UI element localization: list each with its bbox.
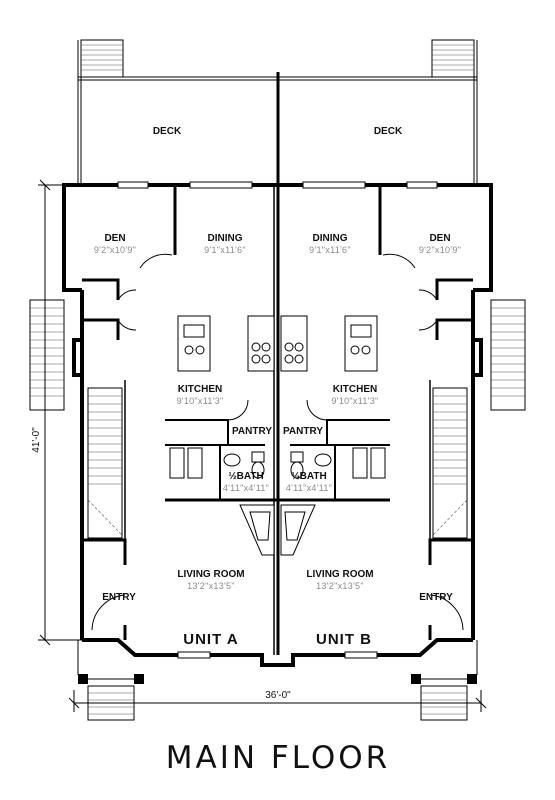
kitchen-label-unit-b: KITCHEN: [333, 384, 377, 395]
entry-label-unit-b: ENTRY: [419, 592, 453, 603]
bath-size-unit-b: 4'11"x4'11": [286, 483, 332, 493]
pantry-label-unit-b: PANTRY: [283, 426, 323, 437]
kitchen-label-unit-a: KITCHEN: [178, 384, 222, 395]
dining-label-unit-b: DINING: [313, 233, 348, 244]
living-size-unit-b: 13'2"x13'5": [316, 581, 364, 591]
interior-walls-unit-a: [82, 185, 278, 640]
rear-stairs-left: [80, 39, 124, 78]
side-stairs: [29, 299, 526, 411]
deck-label-unit-a: DECK: [153, 126, 182, 137]
den-label-unit-a: DEN: [104, 233, 125, 244]
main-stairs-unit-b: [432, 387, 468, 539]
rear-decks: [77, 39, 478, 185]
den-label-unit-b: DEN: [429, 233, 450, 244]
living-label-unit-b: LIVING ROOM: [306, 569, 373, 580]
dining-label-unit-a: DINING: [208, 233, 243, 244]
overall-width-dimension: 36'-0": [265, 690, 291, 701]
den-size-unit-a: 9'2"x10'9": [94, 245, 136, 255]
entry-label-unit-a: ENTRY: [102, 592, 136, 603]
living-label-unit-a: LIVING ROOM: [177, 569, 244, 580]
unit-b-label: UNIT B: [316, 631, 372, 648]
dining-size-unit-a: 9'1"x11'6": [204, 245, 246, 255]
bath-label-unit-b: ½BATH: [291, 471, 326, 482]
overall-depth-dimension: 41'-0": [31, 427, 42, 453]
dining-size-unit-b: 9'1"x11'6": [309, 245, 351, 255]
kitchen-size-unit-a: 9'10"x11'3": [177, 396, 224, 406]
bath-size-unit-a: 4'11"x4'11": [223, 483, 269, 493]
exterior-walls: [62, 181, 493, 667]
dimension-lines: [38, 179, 487, 712]
den-size-unit-b: 9'2"x10'9": [419, 245, 461, 255]
bath-label-unit-a: ½BATH: [228, 471, 263, 482]
drawing-title: MAIN FLOOR: [166, 740, 390, 776]
pantry-label-unit-a: PANTRY: [232, 426, 272, 437]
rear-stairs-right: [431, 39, 475, 78]
unit-a-label: UNIT A: [183, 631, 238, 648]
main-stairs-unit-a: [87, 387, 123, 539]
living-size-unit-a: 13'2"x13'5": [187, 581, 235, 591]
deck-label-unit-b: DECK: [374, 126, 403, 137]
kitchen-size-unit-b: 9'10"x11'3": [332, 396, 379, 406]
interior-walls-unit-b: [278, 185, 473, 640]
